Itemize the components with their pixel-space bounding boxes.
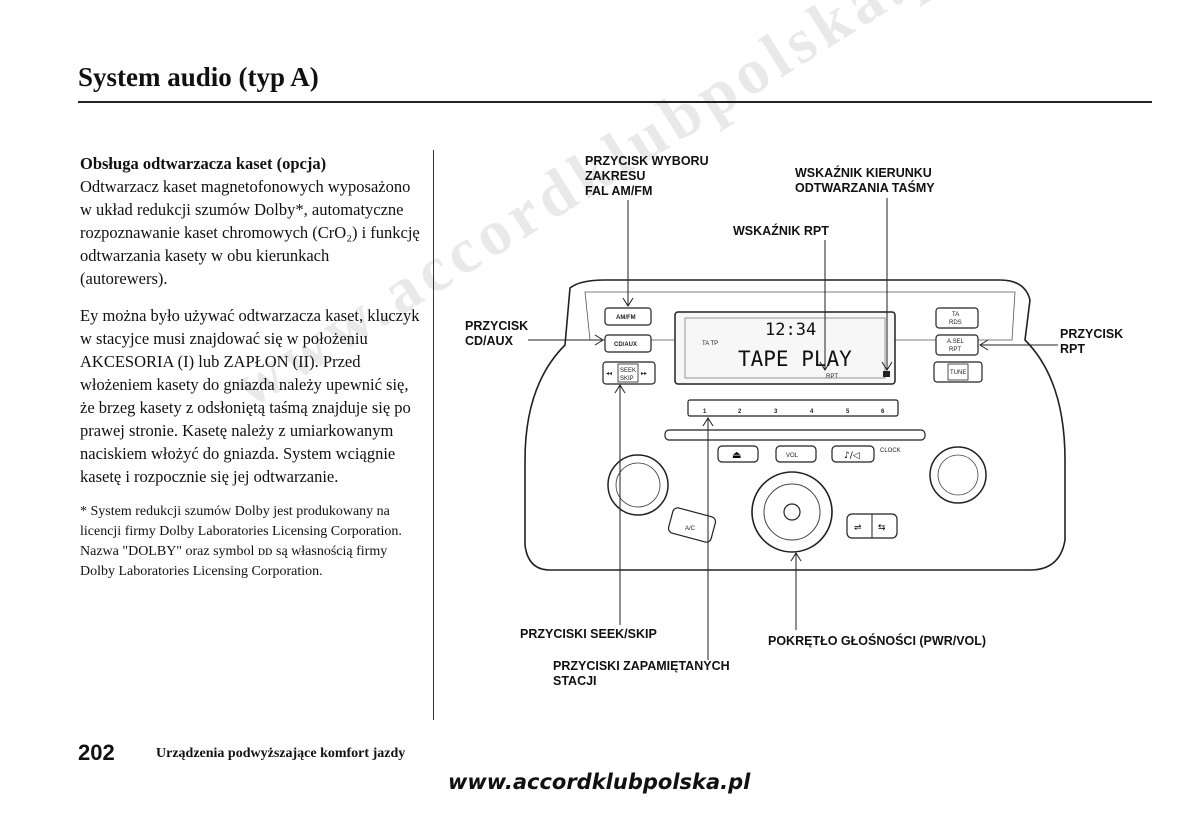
callout-rpt-indicator: WSKAŹNIK RPT <box>733 223 829 238</box>
seek-label: SEEK <box>620 368 636 374</box>
preset-buttons: 1 2 3 4 5 6 <box>703 409 885 415</box>
column-divider <box>433 150 434 720</box>
callout-band-2: ZAKRESU <box>585 169 645 183</box>
sound-icon: ♪/◁ <box>844 451 860 461</box>
callout-volume: POKRĘTŁO GŁOŚNOŚCI (PWR/VOL) <box>768 633 986 648</box>
left-climate-knob[interactable] <box>607 454 669 516</box>
preset-5[interactable]: 5 <box>846 409 850 415</box>
callout-cd-aux-1: PRZYCISK <box>465 319 528 333</box>
footnote: * System redukcji szumów Dolby jest prod… <box>80 504 402 579</box>
left-knob-inner <box>615 462 661 508</box>
paragraph-1: Obsługa odtwarzacza kaset (opcja) Odtwar… <box>80 152 420 290</box>
paragraph-2: Ey można było używać odtwarzacza kaset, … <box>80 306 420 486</box>
section-heading: Obsługa odtwarzacza kaset (opcja) <box>80 154 327 173</box>
display-main: TAPE PLAY <box>738 347 852 371</box>
callout-seek-skip: PRZYCISKI SEEK/SKIP <box>520 627 657 641</box>
vol-label: VOL <box>786 453 799 459</box>
left-column: Obsługa odtwarzacza kaset (opcja) Odtwar… <box>80 152 420 596</box>
sound-button[interactable] <box>831 445 875 463</box>
preset-1[interactable]: 1 <box>703 409 707 415</box>
display-clock: 12:34 <box>765 320 816 340</box>
skip-label: SKIP <box>620 376 634 382</box>
tape-direction-indicator <box>883 371 890 377</box>
rpt-label: RPT <box>949 347 961 353</box>
vol-button[interactable] <box>775 445 817 463</box>
a-sel-label: A.SEL <box>947 339 965 345</box>
power-icon <box>783 503 801 521</box>
seek-forward-icon: ▸▸ <box>641 371 647 377</box>
page-title: System audio (typ A) <box>78 62 319 92</box>
cd-aux-label: CD/AUX <box>614 342 637 348</box>
seek-skip-center <box>617 363 639 383</box>
fresh-air-icon: ⇆ <box>878 523 886 533</box>
paragraph-1-text: Odtwarzacz kaset magnetofonowych wyposaż… <box>80 177 420 288</box>
ta-label: TA <box>952 312 959 318</box>
cd-aux-button[interactable] <box>604 334 652 353</box>
callout-presets-1: PRZYCISKI ZAPAMIĘTANYCH <box>553 659 730 673</box>
preset-4[interactable]: 4 <box>810 409 814 415</box>
right-knob-inner <box>937 454 979 496</box>
clock-label: CLOCK <box>880 448 901 454</box>
callout-presets-2: STACJI <box>553 674 597 688</box>
callout-rpt-button-2: RPT <box>1060 342 1085 356</box>
page-number: 202 <box>78 740 115 765</box>
display-inner <box>684 317 886 379</box>
seek-back-icon: ◂◂ <box>606 371 612 377</box>
footer-section: Urządzenia podwyższające komfort jazdy <box>156 746 406 761</box>
display-panel <box>674 311 896 385</box>
title-rule <box>78 101 1152 103</box>
display-rpt: RPT <box>826 374 838 380</box>
preset-2[interactable]: 2 <box>738 409 742 415</box>
preset-6[interactable]: 6 <box>881 409 885 415</box>
rds-label: RDS <box>949 320 962 326</box>
callout-direction-1: WSKAŹNIK KIERUNKU <box>795 165 932 180</box>
eject-icon: ⏏ <box>732 450 741 461</box>
console-outline <box>524 279 1066 571</box>
volume-knob-inner <box>763 483 821 541</box>
callout-rpt-button-1: PRZYCISK <box>1060 327 1123 341</box>
car-icon: ⇌ <box>854 523 862 533</box>
preset-3[interactable]: 3 <box>774 409 778 415</box>
callout-cd-aux-2: CD/AUX <box>465 334 514 348</box>
console-inner-line <box>584 291 1016 341</box>
callout-band-1: PRZYCISK WYBORU <box>585 154 709 168</box>
ta-rds-button[interactable] <box>935 307 979 329</box>
callout-direction-2: ODTWARZANIA TAŚMY <box>795 180 935 195</box>
cassette-slot <box>664 429 926 441</box>
ac-button[interactable] <box>667 507 717 544</box>
display-ta-tp: TA TP <box>702 341 718 347</box>
website-link[interactable]: www.accordklubpolska.pl <box>448 770 751 794</box>
am-fm-button[interactable] <box>604 307 652 326</box>
preset-bar <box>687 399 899 417</box>
leader-lines <box>528 198 1058 660</box>
am-fm-label: AM/FM <box>616 315 636 321</box>
callout-band-3: FAL AM/FM <box>585 184 652 198</box>
radio-diagram: 12:34 TA TP TAPE PLAY RPT AM/FM CD/AUX S… <box>465 154 1123 688</box>
tune-center <box>947 363 969 381</box>
rpt-button[interactable] <box>935 334 979 356</box>
eject-button[interactable] <box>717 445 759 463</box>
tune-label: TUNE <box>950 370 966 376</box>
ac-label: A/C <box>685 526 696 532</box>
